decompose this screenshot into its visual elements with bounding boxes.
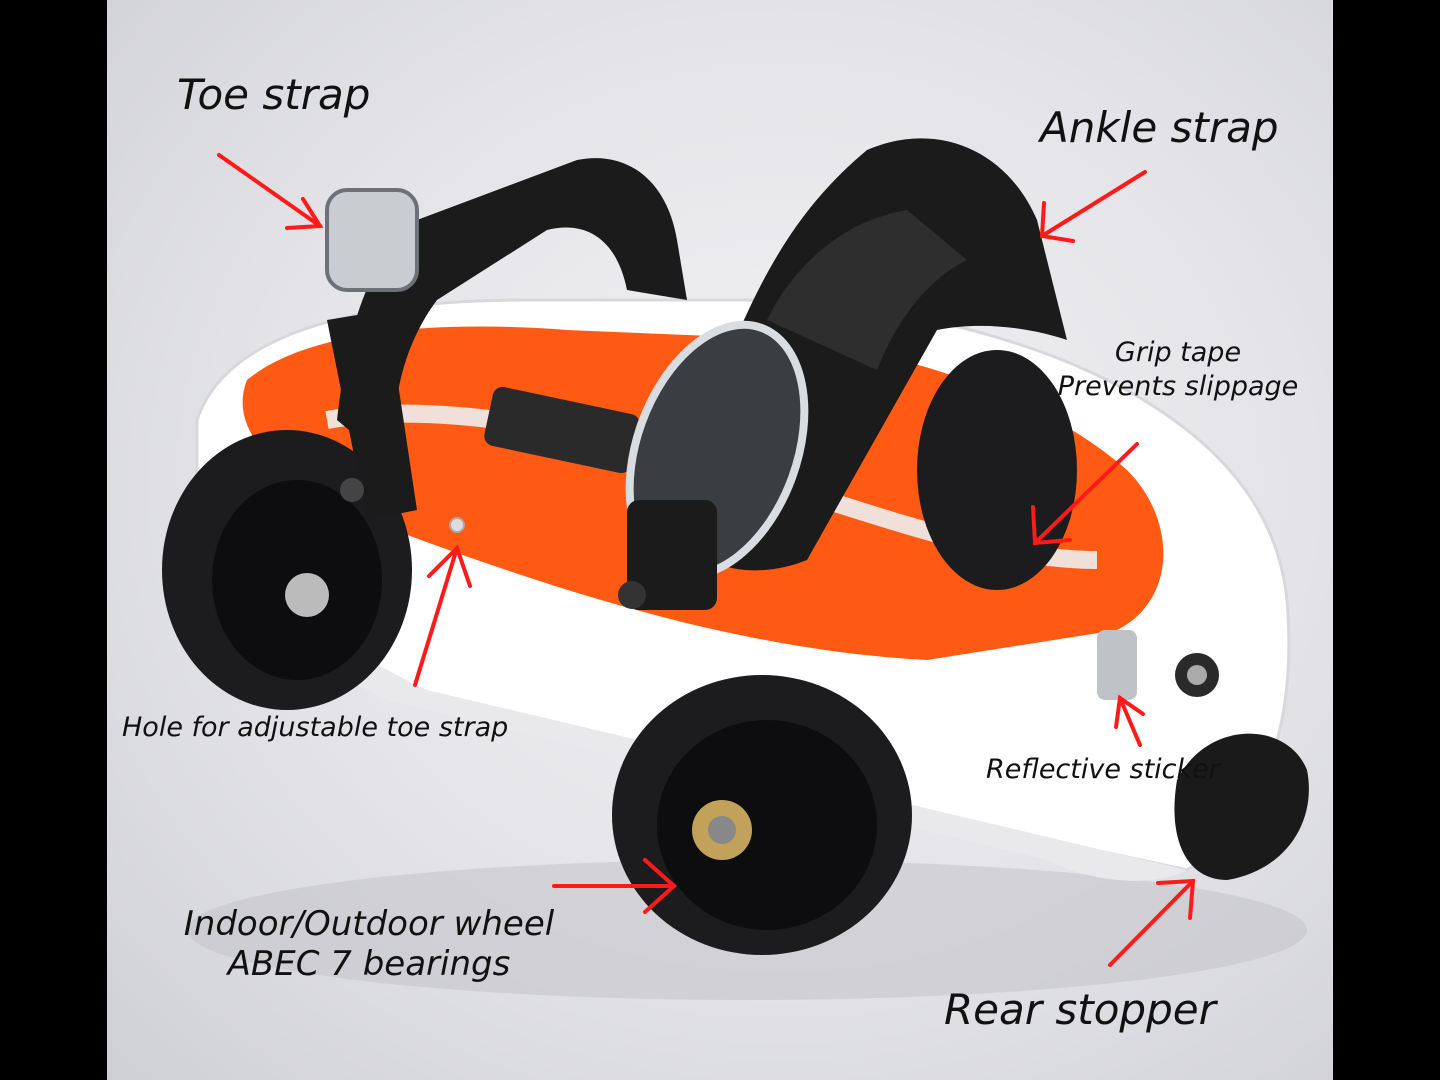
arrow-hole	[413, 544, 472, 687]
wheel-label: Indoor/Outdoor wheel ABEC 7 bearings	[154, 904, 584, 984]
wheel-line1: Indoor/Outdoor wheel	[183, 904, 555, 944]
reflective-sticker-label: Reflective sticker	[986, 754, 1220, 785]
rear-stopper	[1174, 733, 1309, 880]
toe-strap-shape	[325, 158, 687, 520]
hole-label: Hole for adjustable toe strap	[122, 712, 509, 743]
grip-tape-line1: Grip tape	[1114, 337, 1242, 368]
toe-strap-label: Toe strap	[177, 70, 371, 119]
arrow-toe-strap	[217, 153, 324, 230]
grip-tape-label: Grip tape Prevents slippage	[1040, 336, 1316, 404]
grip-tape-line2: Prevents slippage	[1057, 371, 1299, 402]
arrow-reflective	[1114, 694, 1145, 747]
front-wheel	[612, 675, 912, 955]
back-right-wheel	[917, 350, 1077, 590]
shell-side	[197, 480, 1187, 881]
ankle-strap-label: Ankle strap	[1040, 103, 1279, 152]
skate-illustration	[162, 138, 1309, 1000]
arrow-wheel	[552, 858, 677, 914]
arrow-ankle-strap	[1039, 170, 1147, 243]
product-photo	[107, 0, 1333, 1080]
arrow-rear-stopper	[1108, 878, 1196, 967]
ankle-strap-shape	[618, 138, 1067, 610]
rear-stopper-label: Rear stopper	[944, 985, 1216, 1034]
wheel-line2: ABEC 7 bearings	[227, 944, 511, 984]
arrow-grip-tape	[1031, 442, 1139, 546]
